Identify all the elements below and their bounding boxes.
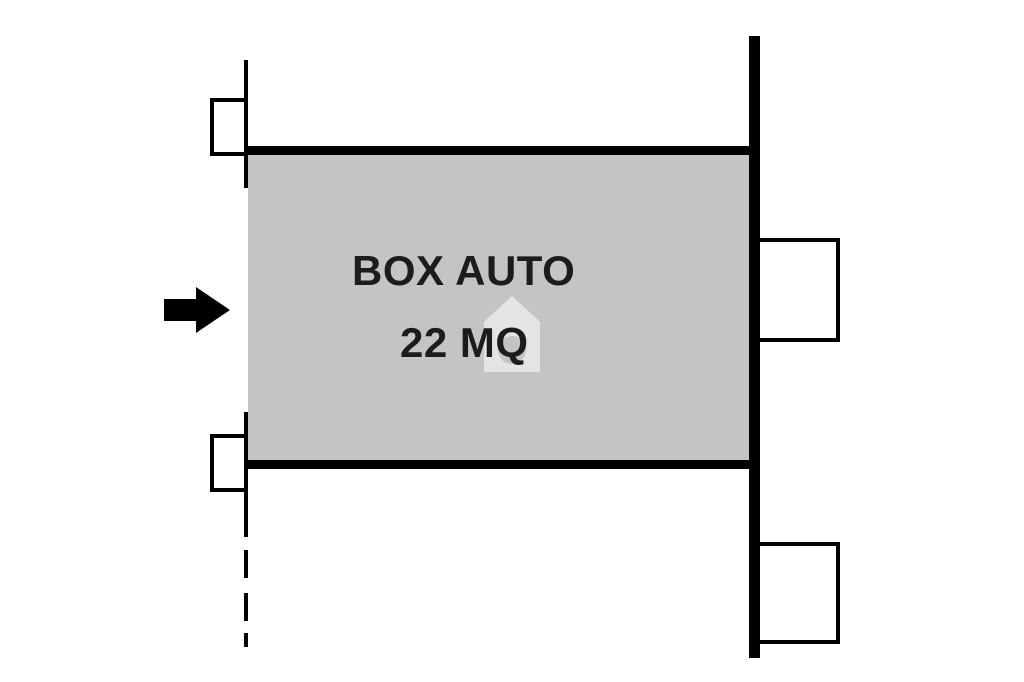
wall-bottom [246, 460, 756, 469]
room-area: 22 MQ [400, 319, 529, 366]
wall-top [246, 146, 756, 155]
home-watermark-icon [484, 296, 540, 372]
pillar-right-upper [756, 238, 840, 342]
arrow-right-icon [164, 287, 230, 333]
wall-right [749, 36, 760, 658]
wall-left-dash-3 [244, 633, 248, 647]
wall-left-dash-1 [244, 550, 248, 578]
pillar-right-lower [756, 542, 840, 644]
room-name: BOX AUTO [352, 247, 576, 294]
pillar-left-upper [210, 98, 248, 156]
wall-left-dash-2 [244, 593, 248, 621]
pillar-left-lower [210, 434, 248, 492]
